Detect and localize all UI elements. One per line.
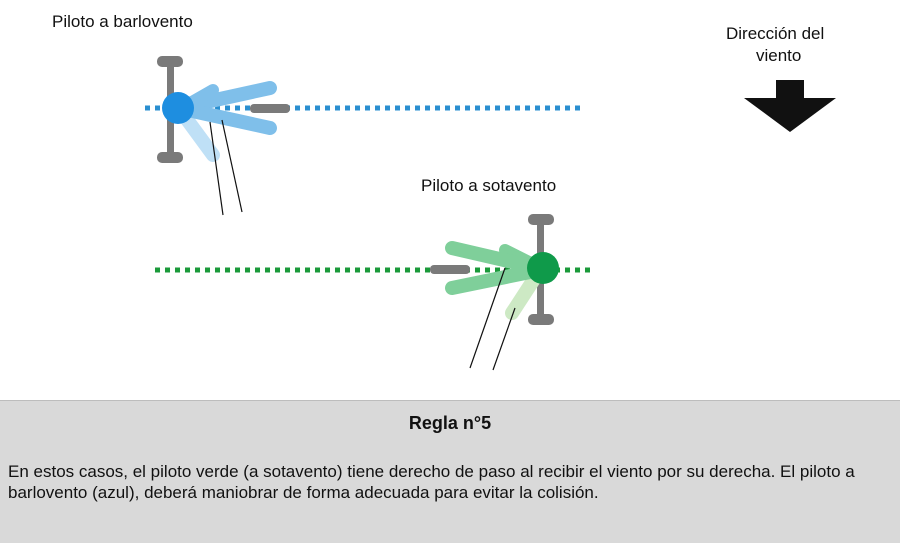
blue-leg-lower — [181, 103, 277, 135]
blue-kite-line-2 — [221, 119, 243, 213]
green-kite-line-2 — [492, 307, 516, 371]
green-leg-lower — [445, 265, 537, 295]
windward-label: Piloto a barlovento — [52, 12, 193, 31]
wind-direction-label-line1: Dirección del — [726, 24, 825, 43]
leeward-pilot-green — [430, 214, 559, 371]
rule-description: En estos casos, el piloto verde (a sotav… — [8, 462, 855, 502]
green-kite-line-1 — [469, 267, 506, 369]
blue-kite-line-1 — [209, 121, 224, 216]
kite-rule-diagram — [145, 56, 836, 371]
blue-helmet — [162, 92, 194, 124]
blue-wheel-top — [157, 56, 183, 67]
rule-panel: Regla n°5 En estos casos, el piloto verd… — [0, 400, 900, 543]
green-front-wheel — [430, 265, 470, 274]
leeward-label: Piloto a sotavento — [421, 176, 557, 195]
green-leg-upper — [445, 241, 537, 273]
green-helmet — [527, 252, 559, 284]
green-wheel-bottom — [528, 314, 554, 325]
blue-front-wheel — [250, 104, 290, 113]
wind-direction-label-line2: viento — [756, 46, 802, 65]
blue-wheel-bottom — [157, 152, 183, 163]
windward-pilot-blue — [157, 56, 290, 216]
green-wheel-top — [528, 214, 554, 225]
rule-title: Regla n°5 — [408, 413, 492, 433]
wind-direction-arrow — [744, 80, 836, 132]
